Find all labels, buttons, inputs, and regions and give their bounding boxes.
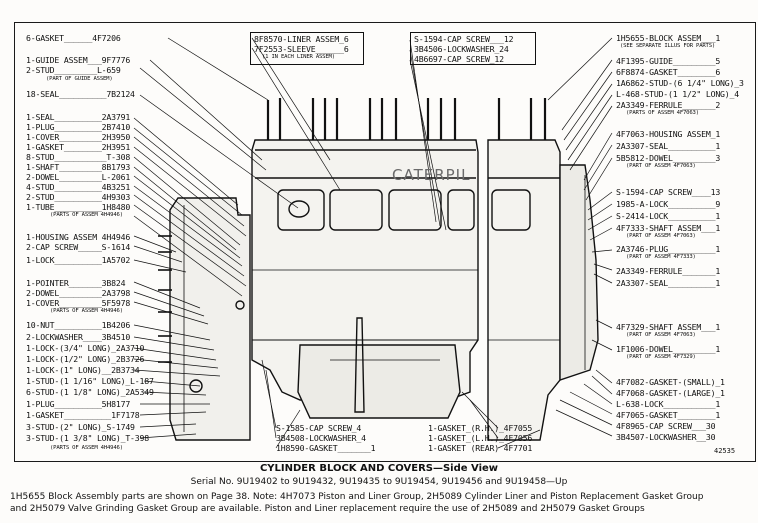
- part-label: 1F1006-DOWEL_________1: [616, 344, 721, 354]
- part-note: (PART OF ASSEM 4F7333): [626, 254, 696, 260]
- part-label: 1-SEAL__________2A3791: [26, 112, 131, 122]
- block-casting-text: CATERPIL: [392, 166, 470, 184]
- part-label: 1-LOCK__________1A5702: [26, 255, 131, 265]
- part-note: (PART OF ASSEM 4F7063): [626, 233, 696, 239]
- part-label: 4F8965-CAP SCREW___30: [616, 421, 716, 431]
- part-label: 2-DOWEL_________L-2061: [26, 172, 131, 182]
- part-label: 3B4507-LOCKWASHER__30: [616, 432, 716, 442]
- part-label: 1-LOCK-(3/4" LONG)_2A3710: [26, 343, 145, 353]
- part-label: L-468-STUD-(1 1/2" LONG)_4: [616, 89, 739, 99]
- part-note: (PART OF GUIDE ASSEM): [46, 76, 113, 82]
- part-note: (PARTS OF ASSEM 4H4946): [50, 445, 123, 451]
- part-label: S-1594-CAP SCREW___12: [414, 34, 514, 44]
- part-label: 1-HOUSING ASSEM 4H4946: [26, 232, 131, 242]
- part-label: S-1585-CAP SCREW_4: [276, 423, 362, 433]
- part-label: 5B5812-DOWEL_________3: [616, 153, 721, 163]
- part-label: 8-STUD___________T-308: [26, 152, 131, 162]
- part-label: 10-NUT__________1B4206: [26, 320, 131, 330]
- part-note: (PARTS OF ASSEM 4H4946): [50, 212, 123, 218]
- part-label: L-638-LOCK___________1: [616, 399, 721, 409]
- part-label: 1985-A-LOCK__________9: [616, 199, 721, 209]
- part-label: 2A3349-FERRULE_______1: [616, 266, 721, 276]
- part-label: 1-PLUG__________5H8177: [26, 399, 131, 409]
- part-label: 2A3746-PLUG__________1: [616, 244, 721, 254]
- part-label: 2A3307-SEAL__________1: [616, 141, 721, 151]
- liner-label-box: [250, 32, 364, 65]
- part-label: 1H8590-GASKET_______1: [276, 443, 376, 453]
- part-note: (PARTS OF ASSEM 4H4946): [50, 308, 123, 314]
- part-label: 4B6697-CAP SCREW_12: [414, 54, 504, 64]
- part-label: 4F7065-GASKET________1: [616, 410, 721, 420]
- part-label: 7F2553-SLEEVE______6: [254, 44, 349, 54]
- part-label: S-2414-LOCK__________1: [616, 211, 721, 221]
- part-label: 3B4506-LOCKWASHER_24: [414, 44, 509, 54]
- part-note: (PART OF ASSEM 4F7329): [626, 354, 696, 360]
- part-label: 6F8874-GASKET________6: [616, 67, 721, 77]
- part-label: S-1594-CAP SCREW____13: [616, 187, 721, 197]
- part-label: 2-STUD__________4H9303: [26, 192, 131, 202]
- part-label: 1-COVER_________2H3950: [26, 132, 131, 142]
- part-note: (PARTS OF ASSEM 4F7063): [626, 110, 699, 116]
- part-label: 1-TUBE__________1H8480: [26, 202, 131, 212]
- part-note: (SEE SEPARATE ILLUS FOR PARTS): [620, 43, 716, 49]
- capscrew-label-box: [410, 32, 536, 65]
- part-label: 6-GASKET______4F7206: [26, 33, 121, 43]
- note-line-1: 1H5655 Block Assembly parts are shown on…: [10, 492, 704, 502]
- part-label: 3-STUD-(2" LONG)_S-1749: [26, 422, 135, 432]
- part-label: 8F8570-LINER ASSEM_6: [254, 34, 349, 44]
- part-label: 1-GASKET_(L.H.)_4F7056: [428, 433, 533, 443]
- figure-number: 42535: [714, 447, 736, 455]
- part-note: (PART OF ASSEM 4F7063): [626, 332, 696, 338]
- part-label: 1-GASKET________2H3951: [26, 142, 131, 152]
- serial-range: Serial No. 9U19402 to 9U19432, 9U19435 t…: [190, 477, 568, 487]
- part-label: 1-POINTER_______3B824: [26, 278, 126, 288]
- part-label: 2-STUD_________L-659: [26, 65, 121, 75]
- part-label: 1-COVER_________5F5978: [26, 298, 131, 308]
- part-label: 1-STUD-(1 1/16" LONG)_L-187: [26, 376, 154, 386]
- part-label: 2-CAP SCREW_____S-1614: [26, 242, 131, 252]
- part-label: 1-PLUG__________2B7410: [26, 122, 131, 132]
- part-label: 4-STUD__________4B3251: [26, 182, 131, 192]
- part-label: 1-GASKET__________1F7178: [26, 410, 140, 420]
- part-label: 18-SEAL__________7B2124: [26, 89, 135, 99]
- part-label: 4F7329-SHAFT ASSEM___1: [616, 322, 721, 332]
- figure-title: CYLINDER BLOCK AND COVERS—Side View: [259, 463, 499, 474]
- part-label: 3B4508-LOCKWASHER_4: [276, 433, 366, 443]
- part-label: 2A3307-SEAL__________1: [616, 278, 721, 288]
- part-label: 3-STUD-(1 3/8" LONG)_T-398: [26, 433, 149, 443]
- part-label: 2-LOCKWASHER____3B4510: [26, 332, 131, 342]
- part-label: 1-GASKET_(R.H.)_4F7055: [428, 423, 533, 433]
- part-label: 4F7082-GASKET-(SMALL)_1: [616, 377, 725, 387]
- part-label: 6-STUD-(1 1/8" LONG)_2A5349: [26, 387, 154, 397]
- part-label: 4F7333-SHAFT ASSEM___1: [616, 223, 721, 233]
- part-label: 4F1395-GUIDE_________5: [616, 56, 721, 66]
- part-label: 2A3349-FERRULE_______2: [616, 100, 721, 110]
- note-line-2: and 2H5079 Valve Grinding Gasket Group a…: [10, 504, 645, 514]
- part-label: 4F7063-HOUSING ASSEM_1: [616, 129, 721, 139]
- part-label: 1-SHAFT_________8B1793: [26, 162, 131, 172]
- part-note: (PART OF ASSEM 4F7063): [626, 163, 696, 169]
- part-label: 2-DOWEL_________2A3798: [26, 288, 131, 298]
- part-label: 4F7068-GASKET-(LARGE)_1: [616, 388, 725, 398]
- part-label: 1-LOCK-(1/2" LONG)_2B3726: [26, 354, 145, 364]
- part-label: 1H5655-BLOCK ASSEM___1: [616, 33, 721, 43]
- part-note: (1 IN EACH LINER ASSEM): [262, 54, 335, 60]
- part-label: 1-GASKET (REAR) 4F7701: [428, 443, 533, 453]
- part-label: 1A6862-STUD-(6 1/4" LONG)_3: [616, 78, 744, 88]
- part-label: 1-LOCK-(1" LONG)__2B3734: [26, 365, 140, 375]
- part-label: 1-GUIDE ASSEM___9F7776: [26, 55, 131, 65]
